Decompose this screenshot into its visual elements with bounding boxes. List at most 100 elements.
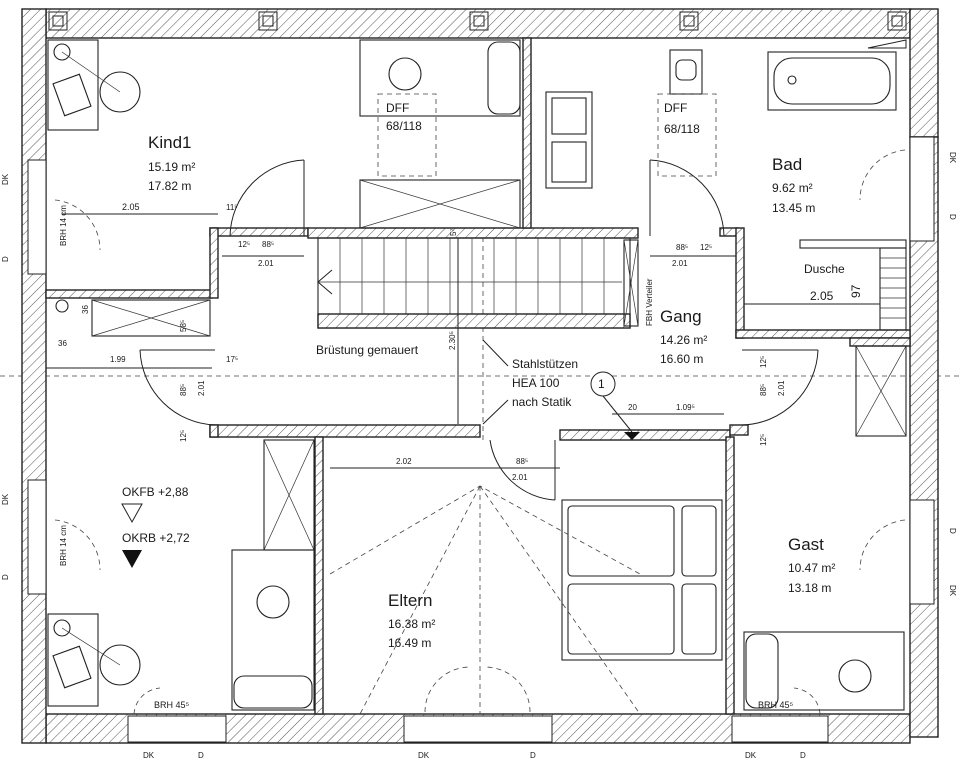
dim-201-e: 2.01 <box>512 473 528 482</box>
bruestung-label: Brüstung gemauert <box>316 343 419 357</box>
dim-36-horizontal: 36 <box>58 339 67 348</box>
brh-label-upper: BRH 14 cm <box>59 205 68 246</box>
dim-199: 1.99 <box>110 355 126 364</box>
dim-885-d: 88⁵ <box>759 384 768 396</box>
room-eltern: Eltern 16.38 m² 16.49 m <box>388 591 435 650</box>
dim-885-a: 88⁵ <box>262 240 274 249</box>
dk-bottom-1: DK <box>143 751 155 760</box>
brh-label-bottom-right: BRH 45⁵ <box>758 700 794 710</box>
level-markers <box>121 503 143 568</box>
room-name-bad: Bad <box>772 155 802 174</box>
dim-885-e: 88⁵ <box>516 457 528 466</box>
room-bad: Bad 9.62 m² 13.45 m <box>772 155 815 215</box>
dusche-label: Dusche <box>804 262 845 276</box>
dim-201-b: 2.01 <box>672 259 688 268</box>
left-storage <box>55 299 211 337</box>
stahl-label-3: nach Statik <box>512 395 572 409</box>
dim-125-a: 12⁵ <box>238 240 250 249</box>
dim-230: 2.30⁵ <box>448 331 457 350</box>
dim-kind1-width: 2.05 <box>122 202 140 212</box>
dim-20: 20 <box>628 403 637 412</box>
axis-marker-label: 1 <box>598 377 605 391</box>
d-bottom-3: D <box>800 751 806 760</box>
dim-885-b: 88⁵ <box>676 243 688 252</box>
dk-left-2: DK <box>1 493 10 505</box>
dk-right-2: DK <box>948 585 957 597</box>
room-area-kind1: 15.19 m² <box>148 160 195 174</box>
dim-1095: 1.09⁵ <box>676 403 695 412</box>
brh-label-lower: BRH 14 cm <box>59 525 68 566</box>
room-area-eltern: 16.38 m² <box>388 617 435 631</box>
top-center-furniture <box>359 39 521 229</box>
fbh-label: FBH Verteiler <box>645 278 654 326</box>
dim-885-c: 88⁵ <box>179 384 188 396</box>
room-gang: Gang 14.26 m² 16.60 m <box>660 307 707 366</box>
dff-right-size: 68/118 <box>664 122 700 136</box>
dk-bottom-2: DK <box>418 751 430 760</box>
room-name-gast: Gast <box>788 535 824 554</box>
room-area-gang: 14.26 m² <box>660 333 707 347</box>
dim-125-c: 12⁵ <box>179 430 188 442</box>
kind1-furniture <box>47 39 141 707</box>
dk-right-1: DK <box>948 152 957 164</box>
window-left-upper <box>27 159 47 275</box>
dim-201-a: 2.01 <box>258 259 274 268</box>
d-left-2: D <box>1 574 10 580</box>
axis-marker: 1 <box>590 371 640 440</box>
doors <box>54 149 906 715</box>
door-gast <box>741 349 819 426</box>
dim-57: 5⁷ <box>449 229 458 236</box>
dk-left-1: DK <box>1 173 10 185</box>
window-bottom-right <box>731 715 829 743</box>
staircase <box>317 237 639 329</box>
dim-201-d: 2.01 <box>777 380 786 396</box>
room-kind1: Kind1 15.19 m² 17.82 m <box>148 133 195 193</box>
eltern-furniture <box>231 439 723 715</box>
dim-125-d: 12⁵ <box>759 356 768 368</box>
dimension-lines <box>46 213 880 469</box>
brh-label-bottom-left: BRH 45⁵ <box>154 700 190 710</box>
bad-fixtures <box>545 39 907 331</box>
window-bottom-center <box>403 715 553 743</box>
stahl-label-2: HEA 100 <box>512 376 560 390</box>
dim-175: 17⁵ <box>226 355 238 364</box>
d-bottom-2: D <box>530 751 536 760</box>
d-bottom-1: D <box>198 751 204 760</box>
room-name-gang: Gang <box>660 307 702 326</box>
dimension-texts: 2.05 11⁵ 12⁵ 88⁵ 2.01 88⁵ 12⁵ 2.01 2.05 … <box>58 202 863 482</box>
room-perimeter-gast: 13.18 m <box>788 581 831 595</box>
door-left-lower <box>139 349 216 426</box>
dim-dusche-width: 2.05 <box>810 289 834 303</box>
d-left-1: D <box>1 256 10 262</box>
room-perimeter-kind1: 17.82 m <box>148 179 191 193</box>
d-right-2: D <box>948 528 957 534</box>
door-bad <box>649 159 725 237</box>
dim-125-e: 12⁵ <box>759 434 768 446</box>
interior-walls <box>45 37 911 715</box>
door-eltern <box>489 439 556 501</box>
d-right-1: D <box>948 214 957 220</box>
window-left-lower <box>27 479 47 595</box>
dff-left-size: 68/118 <box>386 119 422 133</box>
dim-dusche-depth: 97 <box>849 284 863 298</box>
window-bottom-left <box>127 715 227 743</box>
dim-202: 2.02 <box>396 457 412 466</box>
dff-left-label: DFF <box>386 101 409 115</box>
room-area-bad: 9.62 m² <box>772 181 813 195</box>
dk-bottom-3: DK <box>745 751 757 760</box>
room-perimeter-bad: 13.45 m <box>772 201 815 215</box>
window-right-lower <box>909 499 935 605</box>
dim-11: 11⁵ <box>226 203 238 212</box>
room-perimeter-gang: 16.60 m <box>660 352 703 366</box>
room-gast: Gast 10.47 m² 13.18 m <box>788 535 835 595</box>
okrb-label: OKRB +2,72 <box>122 531 190 545</box>
dim-36-vertical: 36 <box>81 305 90 314</box>
dim-125-b: 12⁵ <box>700 243 712 252</box>
side-marks: DK D DK D DK D D DK DK D DK D DK D <box>1 152 957 760</box>
room-name-kind1: Kind1 <box>148 133 191 152</box>
gast-furniture <box>743 345 907 711</box>
steel-pointer <box>482 339 509 425</box>
dff-right-label: DFF <box>664 101 687 115</box>
room-name-eltern: Eltern <box>388 591 432 610</box>
